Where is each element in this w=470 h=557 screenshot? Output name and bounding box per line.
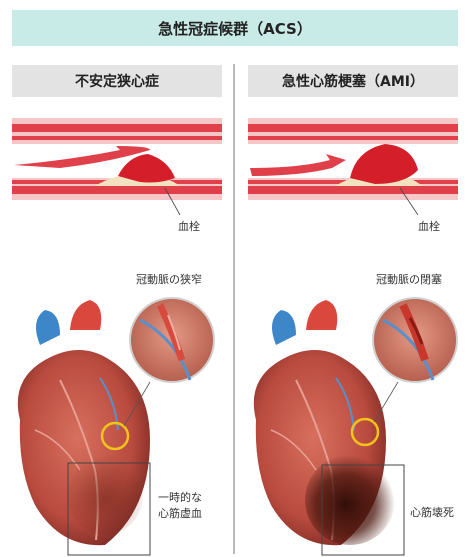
right-damage-label: 心筋壊死	[410, 504, 454, 520]
left-zoom-label: 冠動脈の狭窄	[136, 271, 202, 287]
left-damage-label: 一時的な 心筋虚血	[158, 490, 202, 522]
right-zoom-label: 冠動脈の閉塞	[376, 271, 442, 287]
left-damage-label-line2: 心筋虚血	[158, 506, 202, 522]
right-vessel	[248, 118, 458, 215]
right-thrombus-label: 血栓	[418, 218, 440, 234]
left-damage-label-line1: 一時的な	[158, 490, 202, 506]
left-thrombus-label: 血栓	[178, 218, 200, 234]
left-vessel	[12, 118, 222, 215]
